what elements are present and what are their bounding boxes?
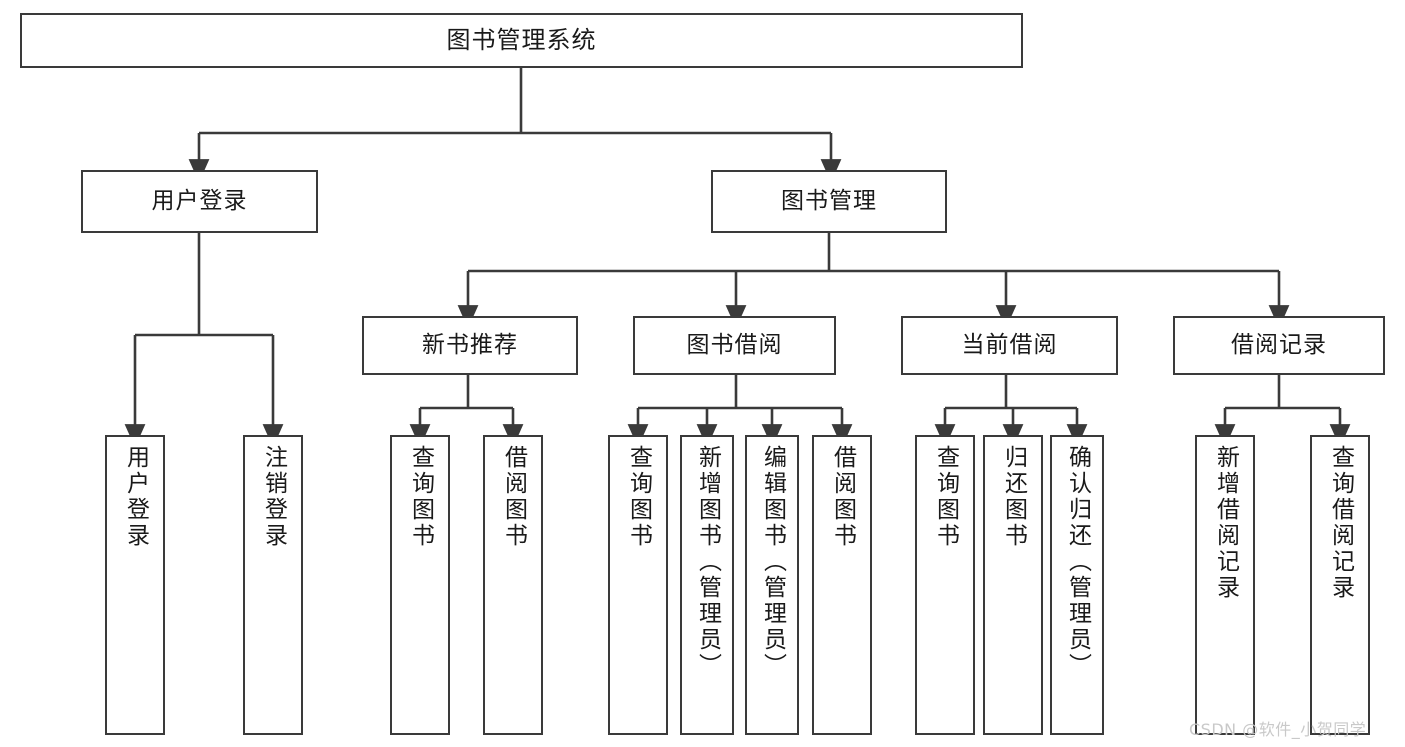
node-new-book-rec-label: 新书推荐 <box>422 331 518 358</box>
node-leaf-add-record[interactable]: 新增借阅记录 <box>1195 435 1255 735</box>
node-leaf-query-book-1-label: 查询图书 <box>407 445 434 549</box>
node-current-borrow-label: 当前借阅 <box>961 331 1058 358</box>
node-leaf-edit-book-label: 编辑图书（管理员） <box>759 445 786 679</box>
node-leaf-query-book-2[interactable]: 查询图书 <box>608 435 668 735</box>
node-leaf-borrow-book-2[interactable]: 借阅图书 <box>812 435 872 735</box>
node-book-manage[interactable]: 图书管理 <box>711 170 947 233</box>
node-leaf-user-logout[interactable]: 注销登录 <box>243 435 303 735</box>
node-user-login[interactable]: 用户登录 <box>81 170 318 233</box>
node-leaf-user-login-label: 用户登录 <box>122 445 149 549</box>
node-leaf-borrow-book-1-label: 借阅图书 <box>500 445 527 549</box>
node-leaf-user-logout-label: 注销登录 <box>260 445 287 549</box>
node-leaf-user-login[interactable]: 用户登录 <box>105 435 165 735</box>
node-root-label: 图书管理系统 <box>446 26 597 55</box>
node-book-borrow-label: 图书借阅 <box>686 331 783 358</box>
node-leaf-confirm-return[interactable]: 确认归还（管理员） <box>1050 435 1104 735</box>
node-leaf-confirm-return-label: 确认归还（管理员） <box>1064 445 1091 679</box>
node-leaf-query-record[interactable]: 查询借阅记录 <box>1310 435 1370 735</box>
node-leaf-add-record-label: 新增借阅记录 <box>1212 445 1239 601</box>
node-leaf-add-book[interactable]: 新增图书（管理员） <box>680 435 734 735</box>
node-leaf-borrow-book-2-label: 借阅图书 <box>829 445 856 549</box>
node-user-login-label: 用户登录 <box>151 187 248 214</box>
node-leaf-query-book-3-label: 查询图书 <box>932 445 959 549</box>
node-leaf-query-book-2-label: 查询图书 <box>625 445 652 549</box>
node-leaf-query-book-1[interactable]: 查询图书 <box>390 435 450 735</box>
node-borrow-record-label: 借阅记录 <box>1231 331 1327 358</box>
node-leaf-query-book-3[interactable]: 查询图书 <box>915 435 975 735</box>
node-leaf-add-book-label: 新增图书（管理员） <box>694 445 721 679</box>
node-new-book-rec[interactable]: 新书推荐 <box>362 316 578 375</box>
node-root[interactable]: 图书管理系统 <box>20 13 1023 68</box>
node-leaf-borrow-book-1[interactable]: 借阅图书 <box>483 435 543 735</box>
node-book-manage-label: 图书管理 <box>781 187 877 214</box>
node-leaf-query-record-label: 查询借阅记录 <box>1327 445 1354 601</box>
csdn-watermark: CSDN @软件_小贺同学 <box>1189 720 1367 739</box>
node-leaf-return-book[interactable]: 归还图书 <box>983 435 1043 735</box>
node-book-borrow[interactable]: 图书借阅 <box>633 316 836 375</box>
node-leaf-edit-book[interactable]: 编辑图书（管理员） <box>745 435 799 735</box>
node-leaf-return-book-label: 归还图书 <box>1000 445 1027 549</box>
node-borrow-record[interactable]: 借阅记录 <box>1173 316 1385 375</box>
node-current-borrow[interactable]: 当前借阅 <box>901 316 1118 375</box>
